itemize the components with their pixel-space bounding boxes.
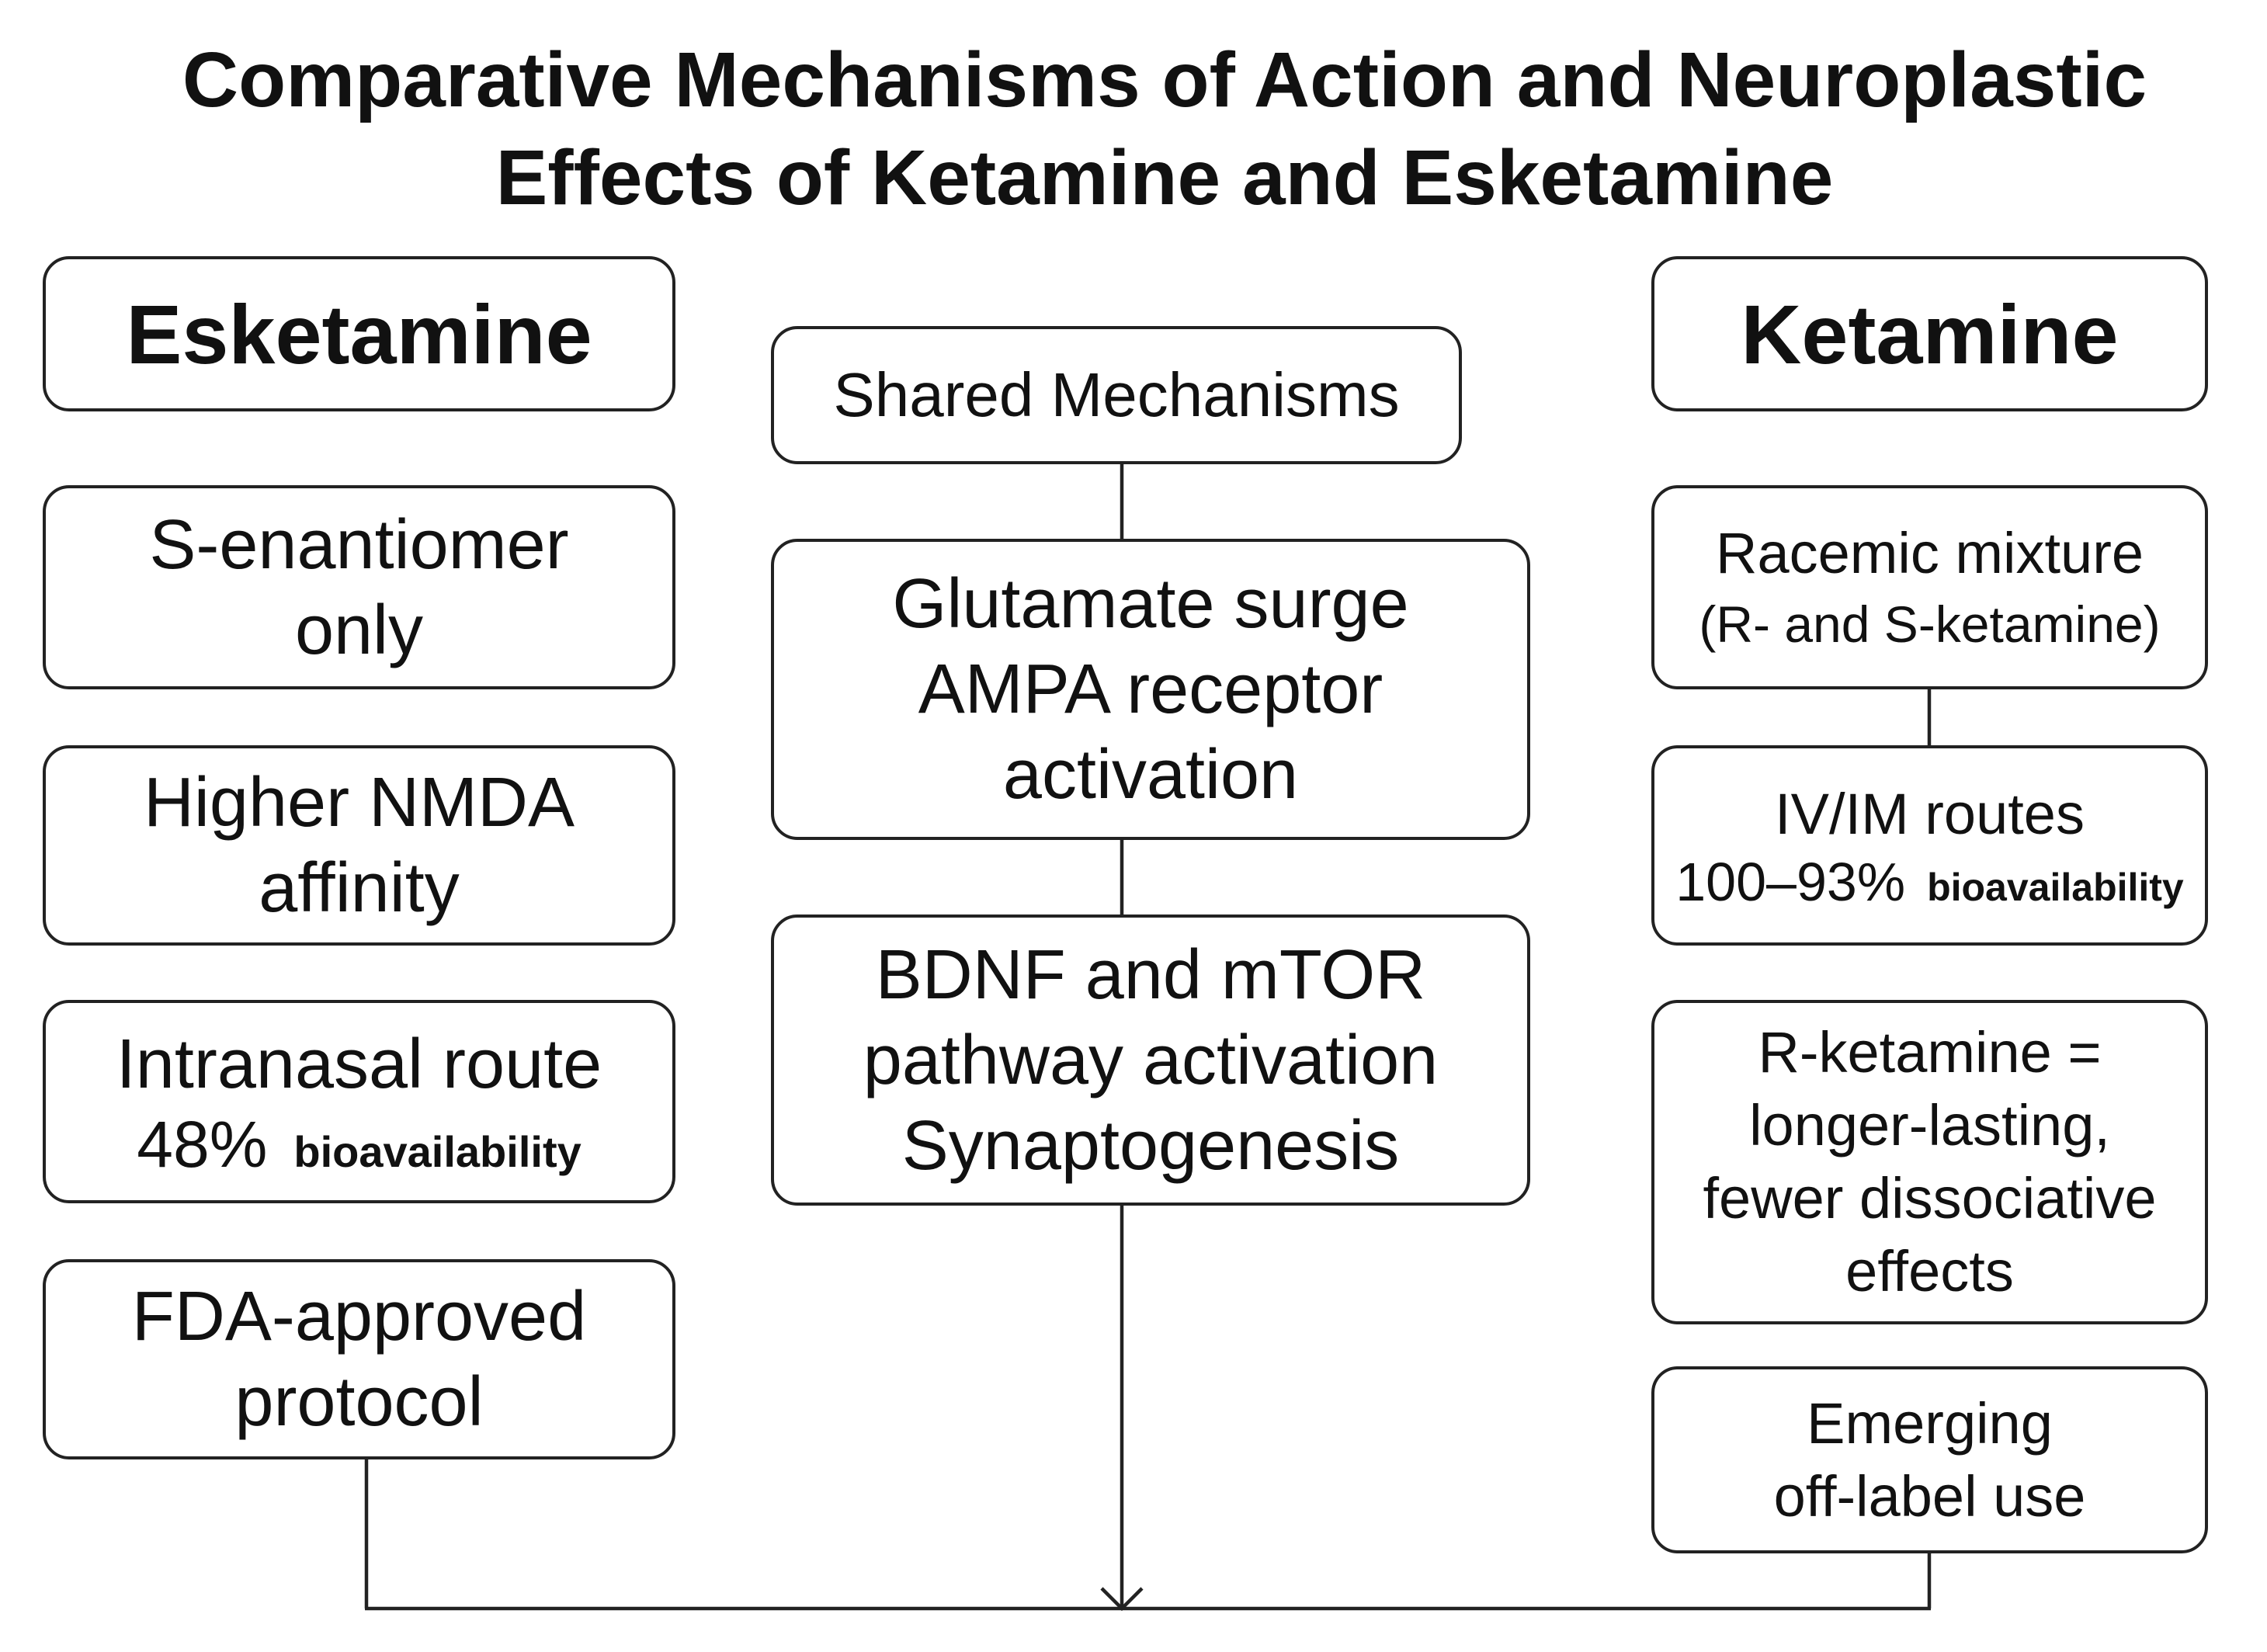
esketamine-route-box: Intranasal route 48% bioavailability [43, 1000, 675, 1203]
esketamine-bioavailability: 48% bioavailability [137, 1107, 581, 1182]
arrow-head [1100, 1587, 1144, 1612]
esketamine-header: Esketamine [126, 286, 592, 381]
ketamine-racemic-line1: Racemic mixture [1716, 520, 2144, 585]
shared-bdnf-line3: Synaptogenesis [901, 1106, 1400, 1185]
esketamine-route-line1: Intranasal route [116, 1025, 602, 1103]
ketamine-rketamine-line1: R-ketamine = [1758, 1020, 2102, 1085]
esketamine-nmda-line1: Higher NMDA [143, 764, 575, 842]
esketamine-bioavailability-value: 48% [137, 1107, 268, 1181]
shared-glutamate-line1: Glutamate surge [892, 565, 1409, 643]
title-line-1: Comparative Mechanisms of Action and Neu… [182, 36, 2147, 123]
shared-glutamate-box: Glutamate surge AMPA receptor activation [771, 539, 1530, 840]
ketamine-racemic-line2: (R- and S-ketamine) [1699, 595, 2161, 653]
shared-glutamate-line3: activation [1002, 736, 1299, 814]
ketamine-offlabel-line2: off-label use [1773, 1463, 2086, 1529]
esketamine-fda-line2: protocol [234, 1363, 484, 1441]
ketamine-routes-line1: IV/IM routes [1775, 782, 2085, 846]
esketamine-bioavailability-label: bioavailability [293, 1126, 582, 1176]
ketamine-rketamine-line4: effects [1845, 1239, 2014, 1303]
esketamine-enantiomer-box: S-enantiomer only [43, 485, 675, 689]
ketamine-rketamine-line3: fewer dissociative [1703, 1166, 2157, 1230]
ketamine-rketamine-line2: longer-lasting, [1749, 1093, 2110, 1157]
esketamine-enantiomer-line1: S-enantiomer [149, 505, 569, 584]
shared-header-box: Shared Mechanisms [771, 326, 1462, 464]
esketamine-fda-line1: FDA-approved [131, 1278, 587, 1355]
ketamine-offlabel-box: Emerging off-label use [1651, 1366, 2208, 1553]
shared-header: Shared Mechanisms [833, 360, 1400, 429]
esketamine-enantiomer-line2: only [294, 591, 424, 669]
ketamine-racemic-box: Racemic mixture (R- and S-ketamine) [1651, 485, 2208, 689]
ketamine-bioavailability-value: 100–93% [1675, 852, 1906, 912]
esketamine-nmda-line2: affinity [259, 849, 460, 927]
ketamine-rketamine-box: R-ketamine = longer-lasting, fewer disso… [1651, 1000, 2208, 1324]
ketamine-bioavailability: 100–93% bioavailability [1675, 851, 2184, 913]
ketamine-offlabel-line1: Emerging [1807, 1390, 2053, 1456]
esketamine-nmda-box: Higher NMDA affinity [43, 745, 675, 946]
ketamine-header: Ketamine [1741, 286, 2119, 381]
shared-glutamate-line2: AMPA receptor [918, 651, 1383, 728]
ketamine-header-box: Ketamine [1651, 256, 2208, 411]
ketamine-routes-box: IV/IM routes 100–93% bioavailability [1651, 745, 2208, 946]
title-line-2: Effects of Ketamine and Esketamine [495, 134, 1834, 221]
shared-bdnf-line1: BDNF and mTOR [875, 935, 1426, 1014]
ketamine-bioavailability-label: bioavailability [1927, 866, 2184, 909]
shared-bdnf-line2: pathway activation [863, 1021, 1439, 1099]
shared-bdnf-box: BDNF and mTOR pathway activation Synapto… [771, 914, 1530, 1206]
esketamine-fda-box: FDA-approved protocol [43, 1259, 675, 1459]
esketamine-header-box: Esketamine [43, 256, 675, 411]
diagram-title: Comparative Mechanisms of Action and Neu… [93, 31, 2236, 227]
